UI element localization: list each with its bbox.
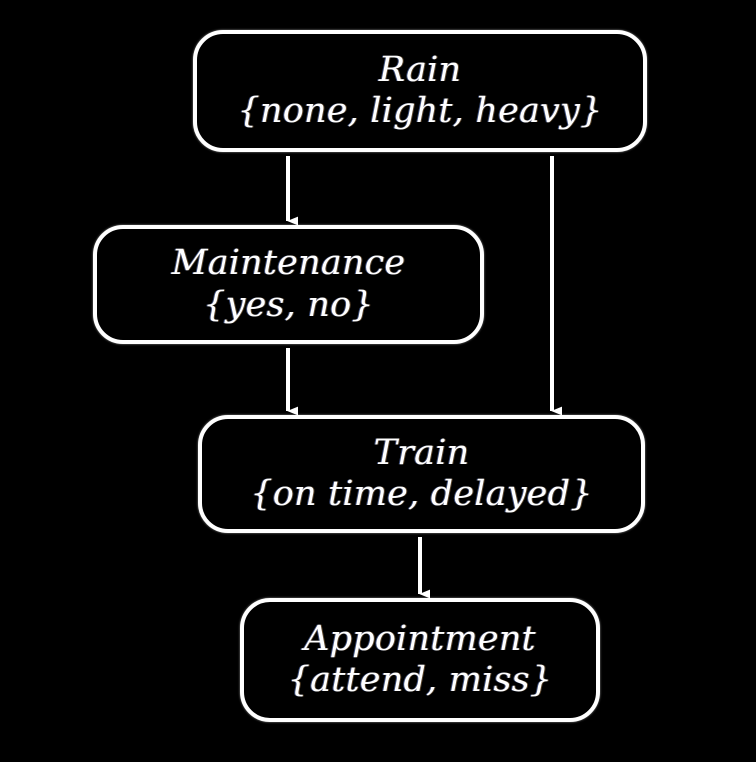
node-train-label: Train <box>373 432 470 473</box>
node-train-states: {on time, delayed} <box>250 474 593 514</box>
node-rain[interactable]: Rain {none, light, heavy} <box>193 30 647 152</box>
node-appointment-label: Appointment <box>304 618 536 659</box>
node-maintenance-states: {yes, no} <box>203 284 374 325</box>
node-maintenance-label: Maintenance <box>171 243 406 284</box>
node-appointment[interactable]: Appointment {attend, miss} <box>240 598 600 722</box>
node-maintenance[interactable]: Maintenance {yes, no} <box>93 225 484 344</box>
node-appointment-states: {attend, miss} <box>287 660 553 700</box>
node-rain-states: {none, light, heavy} <box>237 91 603 131</box>
node-rain-label: Rain <box>378 49 462 90</box>
node-train[interactable]: Train {on time, delayed} <box>198 415 645 533</box>
